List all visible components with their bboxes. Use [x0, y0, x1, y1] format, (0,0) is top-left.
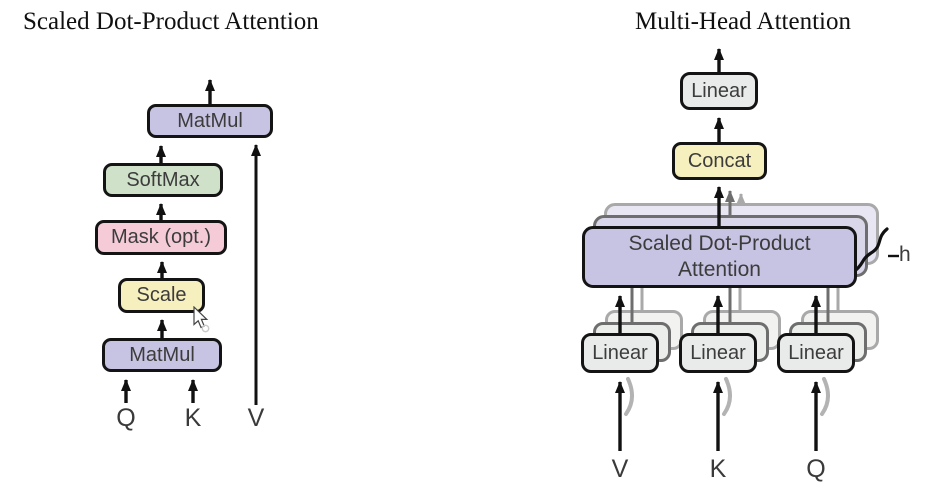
scale-box: Scale — [118, 278, 205, 313]
input-label-q: Q — [116, 404, 136, 432]
input-label-k: K — [184, 404, 202, 432]
matmul-top-box: MatMul — [147, 104, 273, 138]
softmax-box: SoftMax — [103, 163, 223, 197]
mha-input-label-q: Q — [806, 455, 826, 483]
mha-input-label-v: V — [611, 455, 629, 483]
scaled-dot-product-attention-box: Scaled Dot-Product Attention — [582, 226, 857, 288]
left-diagram-title: Scaled Dot-Product Attention — [23, 8, 319, 35]
matmul-bottom-label: MatMul — [129, 343, 195, 366]
matmul-bottom-box: MatMul — [102, 338, 222, 372]
linear-q-box: Linear — [777, 333, 855, 373]
linear-v-box: Linear — [581, 333, 659, 373]
left-diagram-arrows — [121, 79, 261, 405]
heads-count-label: h — [899, 243, 911, 266]
linear-k-box: Linear — [679, 333, 757, 373]
mask-box: Mask (opt.) — [95, 220, 227, 255]
softmax-label: SoftMax — [126, 168, 200, 191]
ghost-arrows — [624, 190, 840, 416]
linear-v-label: Linear — [592, 341, 648, 364]
scale-label: Scale — [136, 284, 187, 306]
linear-out-label: Linear — [691, 79, 747, 102]
scaled-dot-product-attention-label: Scaled Dot-Product Attention — [628, 231, 811, 281]
mask-label: Mask (opt.) — [110, 226, 212, 248]
concat-box: Concat — [672, 142, 767, 180]
linear-k-label: Linear — [690, 341, 746, 364]
mouse-cursor-icon — [193, 306, 210, 333]
input-label-v: V — [247, 404, 265, 432]
concat-label: Concat — [687, 149, 752, 172]
linear-q-label: Linear — [788, 341, 844, 364]
right-diagram-title: Multi-Head Attention — [635, 8, 851, 35]
right-diagram-arrows — [615, 48, 821, 451]
linear-out-box: Linear — [680, 72, 758, 110]
matmul-top-label: MatMul — [177, 109, 243, 132]
mha-input-label-k: K — [709, 455, 727, 483]
heads-count-marker — [847, 227, 899, 277]
